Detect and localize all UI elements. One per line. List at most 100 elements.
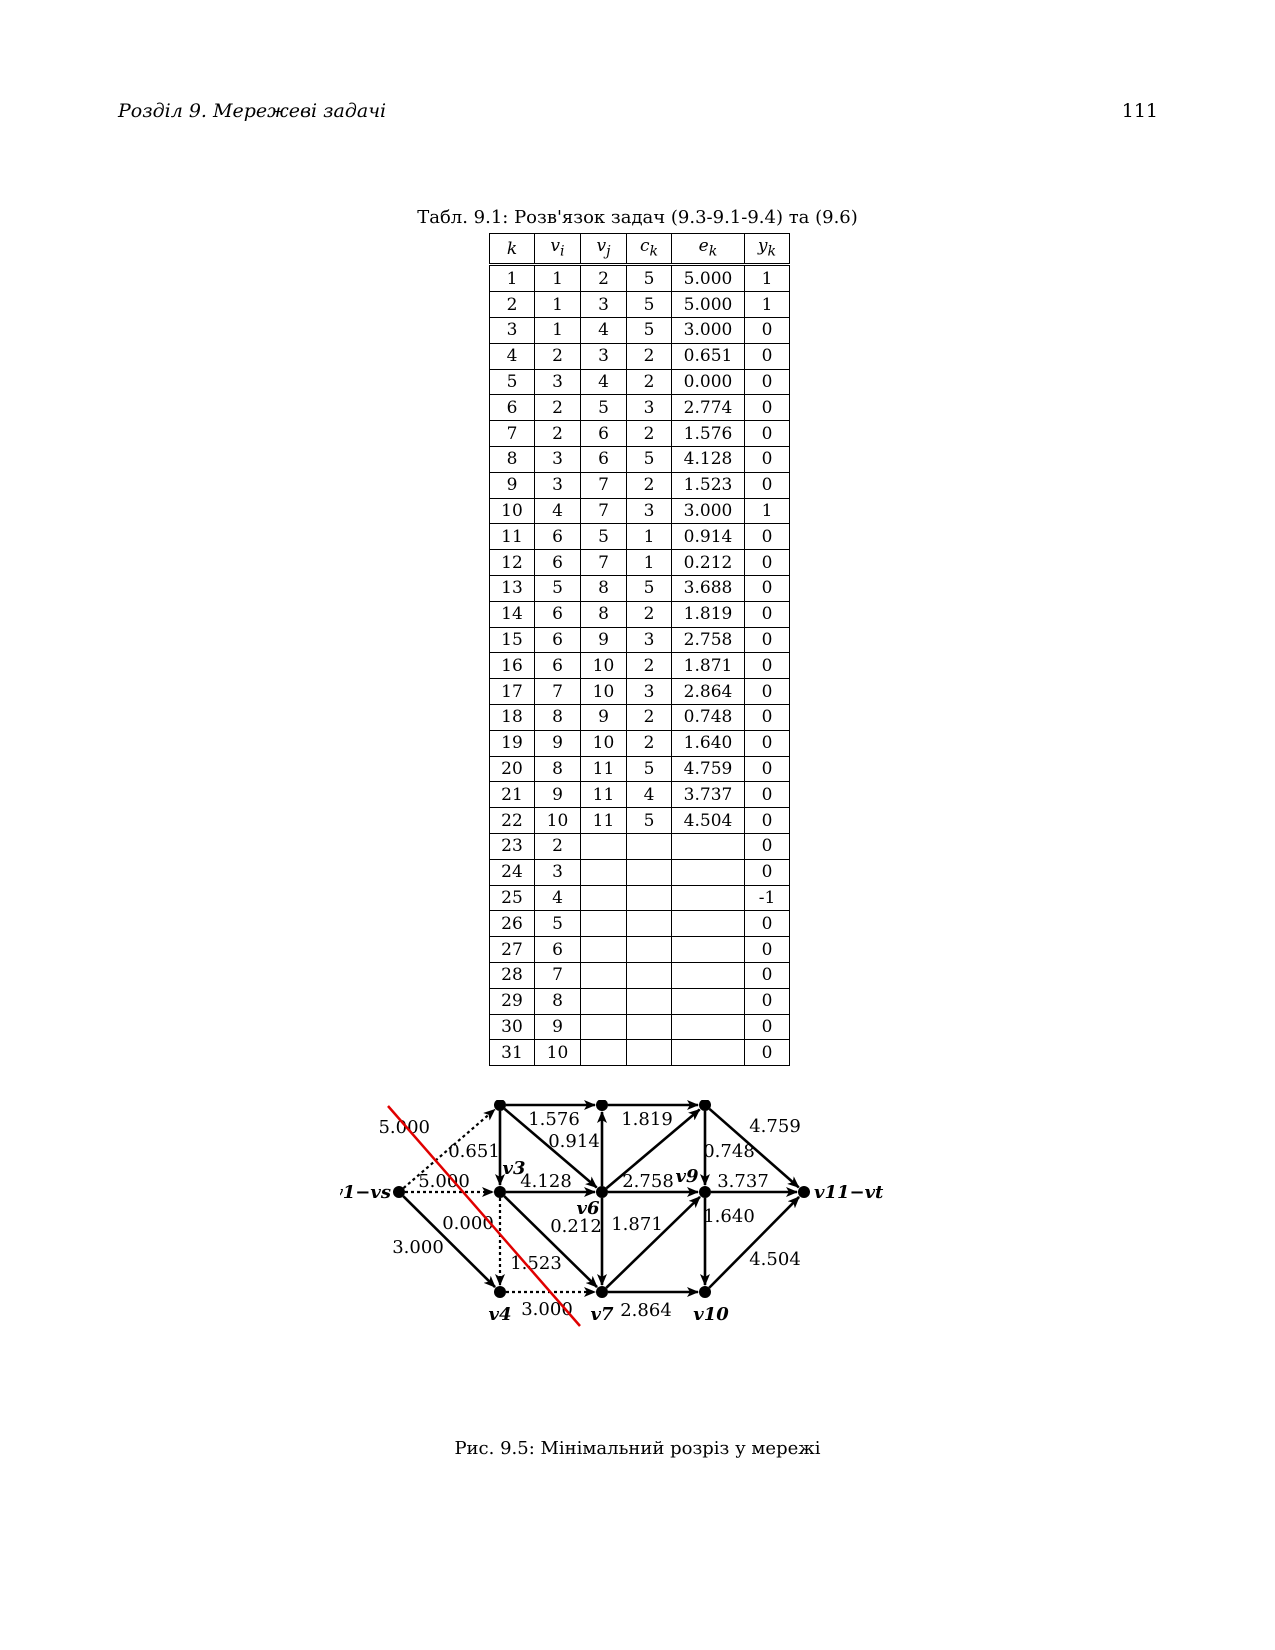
figure-caption: Рис. 9.5: Мінімальний розріз у мережі [454, 1438, 821, 1459]
cell-ek: 5.000 [671, 264, 745, 293]
cell-ck: 4 [626, 781, 672, 809]
cell-k: 19 [489, 729, 535, 757]
cell-vj: 6 [580, 420, 627, 447]
cell-yk: 0 [744, 574, 790, 602]
cell-vj [580, 858, 627, 886]
cell-yk: 0 [744, 678, 790, 705]
cell-vi: 6 [534, 652, 581, 680]
cell-vj: 10 [580, 652, 627, 680]
cell-vi: 3 [534, 858, 581, 886]
node-v6 [596, 1186, 608, 1198]
cell-yk: 0 [744, 832, 790, 860]
cell-ck: 3 [626, 394, 672, 422]
cell-vi: 6 [534, 549, 581, 576]
node-v2 [494, 1100, 506, 1111]
cell-vi: 6 [534, 523, 581, 551]
cell-ek: 0.914 [671, 523, 745, 551]
cell-yk: 0 [744, 368, 790, 396]
node-label-v10: v10 [693, 1304, 729, 1325]
cell-ek: 4.759 [671, 755, 745, 783]
cell-k: 31 [489, 1039, 535, 1067]
edge-label-v7-v9: 1.871 [611, 1214, 663, 1235]
edge-label-v10-v11: 4.504 [749, 1249, 801, 1270]
cell-vi: 2 [534, 342, 581, 370]
cell-ek [671, 987, 745, 1015]
cell-vi: 4 [534, 497, 581, 525]
cell-vj: 4 [580, 368, 627, 396]
cell-ek: 1.819 [671, 600, 745, 628]
cell-yk: 0 [744, 936, 790, 963]
edge-label-v2-v5: 2.774 [520, 1100, 572, 1102]
cell-ek [671, 1039, 745, 1067]
cell-k: 11 [489, 523, 535, 551]
cell-k: 30 [489, 1013, 535, 1041]
cell-vi: 5 [534, 574, 581, 602]
cell-k: 9 [489, 471, 535, 499]
cell-yk: 0 [744, 394, 790, 422]
node-v5 [596, 1100, 608, 1111]
cell-ek: 0.651 [671, 342, 745, 370]
table-caption: Табл. 9.1: Розв'язок задач (9.3-9.1-9.4)… [417, 207, 858, 228]
cell-k: 28 [489, 961, 535, 989]
cell-k: 3 [489, 316, 535, 344]
cell-yk: 0 [744, 549, 790, 576]
cell-vi: 6 [534, 936, 581, 963]
cell-ck: 3 [626, 497, 672, 525]
cell-ck: 2 [626, 703, 672, 731]
cell-k: 15 [489, 626, 535, 654]
edge-v1-v4 [402, 1195, 496, 1288]
cell-k: 21 [489, 781, 535, 809]
page-number: 111 [1121, 100, 1158, 122]
cell-vi: 7 [534, 678, 581, 705]
cell-k: 24 [489, 858, 535, 886]
cell-yk: 0 [744, 703, 790, 731]
cell-vi: 1 [534, 291, 581, 318]
cell-vj [580, 1013, 627, 1041]
cell-yk: 1 [744, 264, 790, 293]
cell-vj [580, 936, 627, 963]
node-label-v1: v1−vs [340, 1182, 391, 1203]
cell-vj: 11 [580, 781, 627, 809]
cell-ek: 3.737 [671, 781, 745, 809]
cell-vi: 9 [534, 1013, 581, 1041]
cell-ek: 3.000 [671, 497, 745, 525]
cell-ek: 1.523 [671, 471, 745, 499]
table-header-row: k vi vj ck ek yk [489, 232, 790, 267]
node-label-v6: v6 [577, 1198, 600, 1219]
cell-vi: 3 [534, 471, 581, 499]
node-label-v11: v11−vt [814, 1182, 884, 1203]
node-v1 [393, 1186, 405, 1198]
cell-ck: 1 [626, 523, 672, 551]
cell-ck: 2 [626, 652, 672, 680]
node-v9 [699, 1186, 711, 1198]
cell-ck [626, 832, 672, 860]
cell-vi: 5 [534, 910, 581, 938]
edge-label-v5-v8: 3.688 [617, 1100, 669, 1103]
edge-label-v8-v9: 0.748 [703, 1141, 755, 1162]
cell-k: 8 [489, 445, 535, 473]
cell-vj: 10 [580, 729, 627, 757]
edge-v10-v11 [708, 1196, 800, 1289]
cell-k: 16 [489, 652, 535, 680]
cell-k: 1 [489, 264, 535, 293]
cell-ek: 0.212 [671, 549, 745, 576]
cell-vj: 3 [580, 342, 627, 370]
cell-yk: 0 [744, 755, 790, 783]
cell-k: 2 [489, 291, 535, 318]
cell-ck: 3 [626, 678, 672, 705]
cell-vj: 3 [580, 291, 627, 318]
cell-vi: 6 [534, 626, 581, 654]
node-v4 [494, 1286, 506, 1298]
cell-ek [671, 1013, 745, 1041]
node-label-v9: v9 [676, 1166, 699, 1187]
